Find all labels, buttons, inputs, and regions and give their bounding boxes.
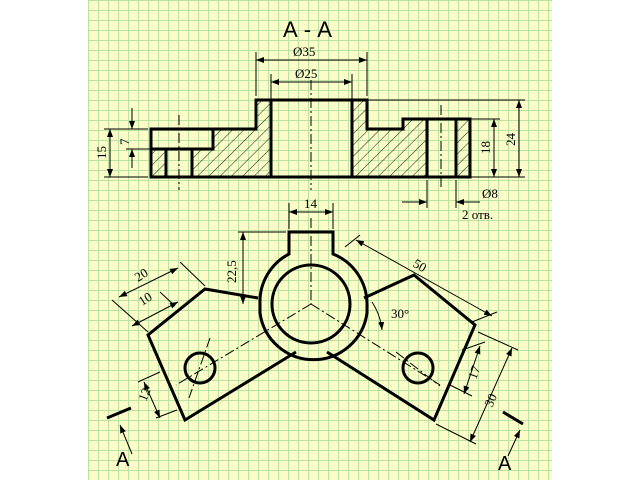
dim-w10: 10 [136,289,155,309]
cut-arrow-right [507,429,521,457]
dim-ang30: 30° [391,306,409,321]
cut-label-left: А [116,449,130,471]
left-arm-hole [183,351,217,385]
left-arm-outline [146,287,297,423]
cut-mark-right [502,410,524,426]
dim-d35: Ø35 [293,44,315,59]
dim-l50: 50 [411,256,430,275]
hatch-left-wall [192,100,271,177]
cut-label-right: А [498,453,512,475]
top-view: 14 22,5 50 30° 20 10 12 17 [106,196,524,475]
section-title: А - А [283,17,332,42]
dim-h24: 24 [503,133,518,147]
hub-bore [270,263,352,345]
counterbore-left [151,129,215,151]
dim-w30: 30 [481,391,500,409]
section-view: А - А Ø35 Ø25 [94,17,525,222]
cut-mark-left [106,406,132,420]
cut-arrow-left [119,424,133,455]
dim-w14: 14 [304,196,318,211]
dim-h15: 15 [94,146,109,159]
hatch-right-end [456,119,470,177]
hatch-right-wall [352,100,427,177]
dim-w20: 20 [132,265,151,285]
dim-holes: 2 отв. [462,207,493,222]
hub-outline [258,230,369,362]
axis-left-hole-cross [188,337,211,399]
section-outline [149,98,472,179]
hatch-left-end [151,149,166,177]
dim-w17: 17 [465,363,484,381]
dim-d8: Ø8 [482,186,498,201]
right-arm-hole [401,351,435,385]
dim-h22-5: 22,5 [224,260,239,283]
axis-left-arm [175,303,312,386]
axis-right-hole-cross [395,351,441,387]
dim-d25: Ø25 [295,66,317,81]
dim-h18: 18 [478,141,493,154]
axis-right-arm [310,303,441,386]
dim-h7: 7 [117,138,132,145]
dim-w12: 12 [135,385,154,403]
